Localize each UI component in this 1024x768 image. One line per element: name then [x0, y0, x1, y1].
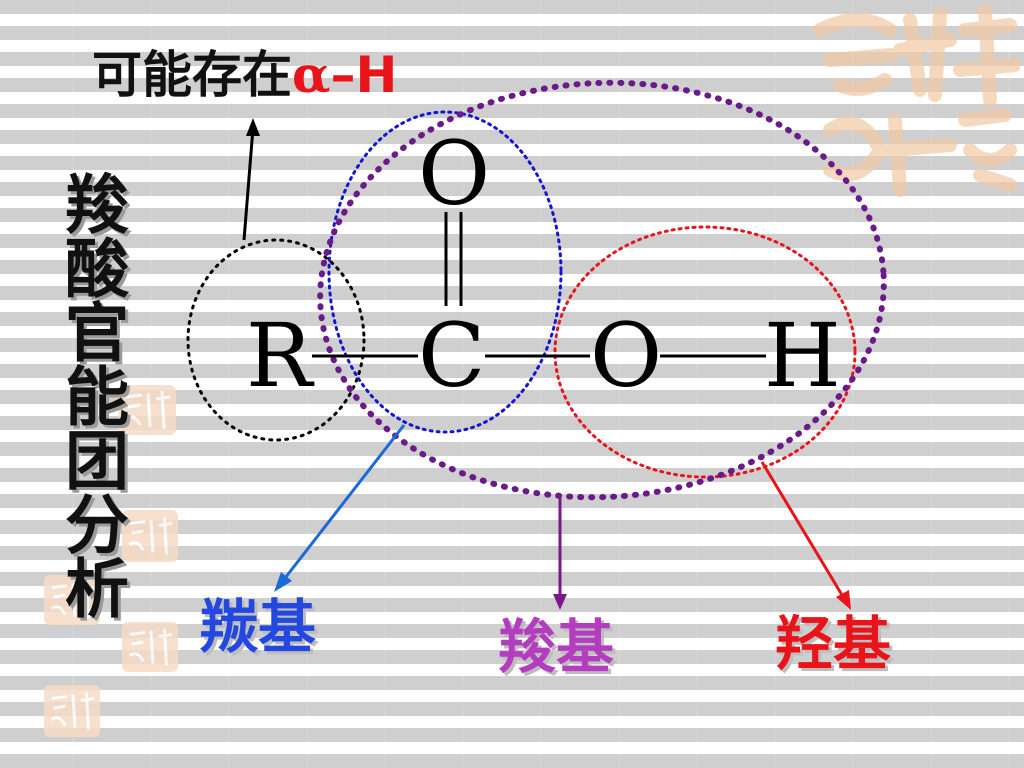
seal-stamp: [44, 685, 100, 737]
carbonyl-label: 羰基: [200, 593, 317, 661]
hydroxyl-arrow-head: [836, 590, 851, 610]
alpha-h-heading: 可能存在α–H: [92, 40, 397, 110]
seal-stamp: [122, 622, 178, 672]
seal-stamp: [44, 575, 100, 625]
carbonyl-arrow-head: [274, 572, 292, 592]
atom-c: C: [418, 304, 486, 407]
alpha-h-prefix: 可能存在: [92, 46, 292, 104]
alpha-dash: –: [330, 46, 356, 104]
atom-h: H: [764, 304, 841, 407]
alpha-symbol: α: [292, 45, 331, 104]
atom-r: R: [246, 304, 313, 407]
alpha-arrow-line: [242, 127, 255, 241]
carbonyl-ellipse: [327, 110, 563, 434]
atom-o-top: O: [418, 122, 491, 225]
carboxyl-label: 羧基: [498, 613, 615, 681]
seal-stamp: [122, 510, 178, 562]
r-group-circle: [186, 238, 366, 442]
hydroxyl-label: 羟基: [775, 610, 892, 678]
carboxyl-ellipse: [317, 79, 887, 501]
hydroxyl-arrow-line: [760, 461, 847, 601]
side-title: 羧酸官能团分析: [54, 171, 128, 619]
atom-o: O: [590, 304, 663, 407]
carbonyl-arrow-line: [280, 424, 406, 583]
seal-stamp-large: [800, 0, 1020, 200]
hydroxyl-circle: [553, 225, 857, 479]
seal-stamp: [118, 385, 176, 435]
carboxyl-arrow-head: [553, 594, 567, 610]
alpha-h: H: [355, 46, 398, 104]
alpha-arrow-head: [246, 118, 260, 136]
